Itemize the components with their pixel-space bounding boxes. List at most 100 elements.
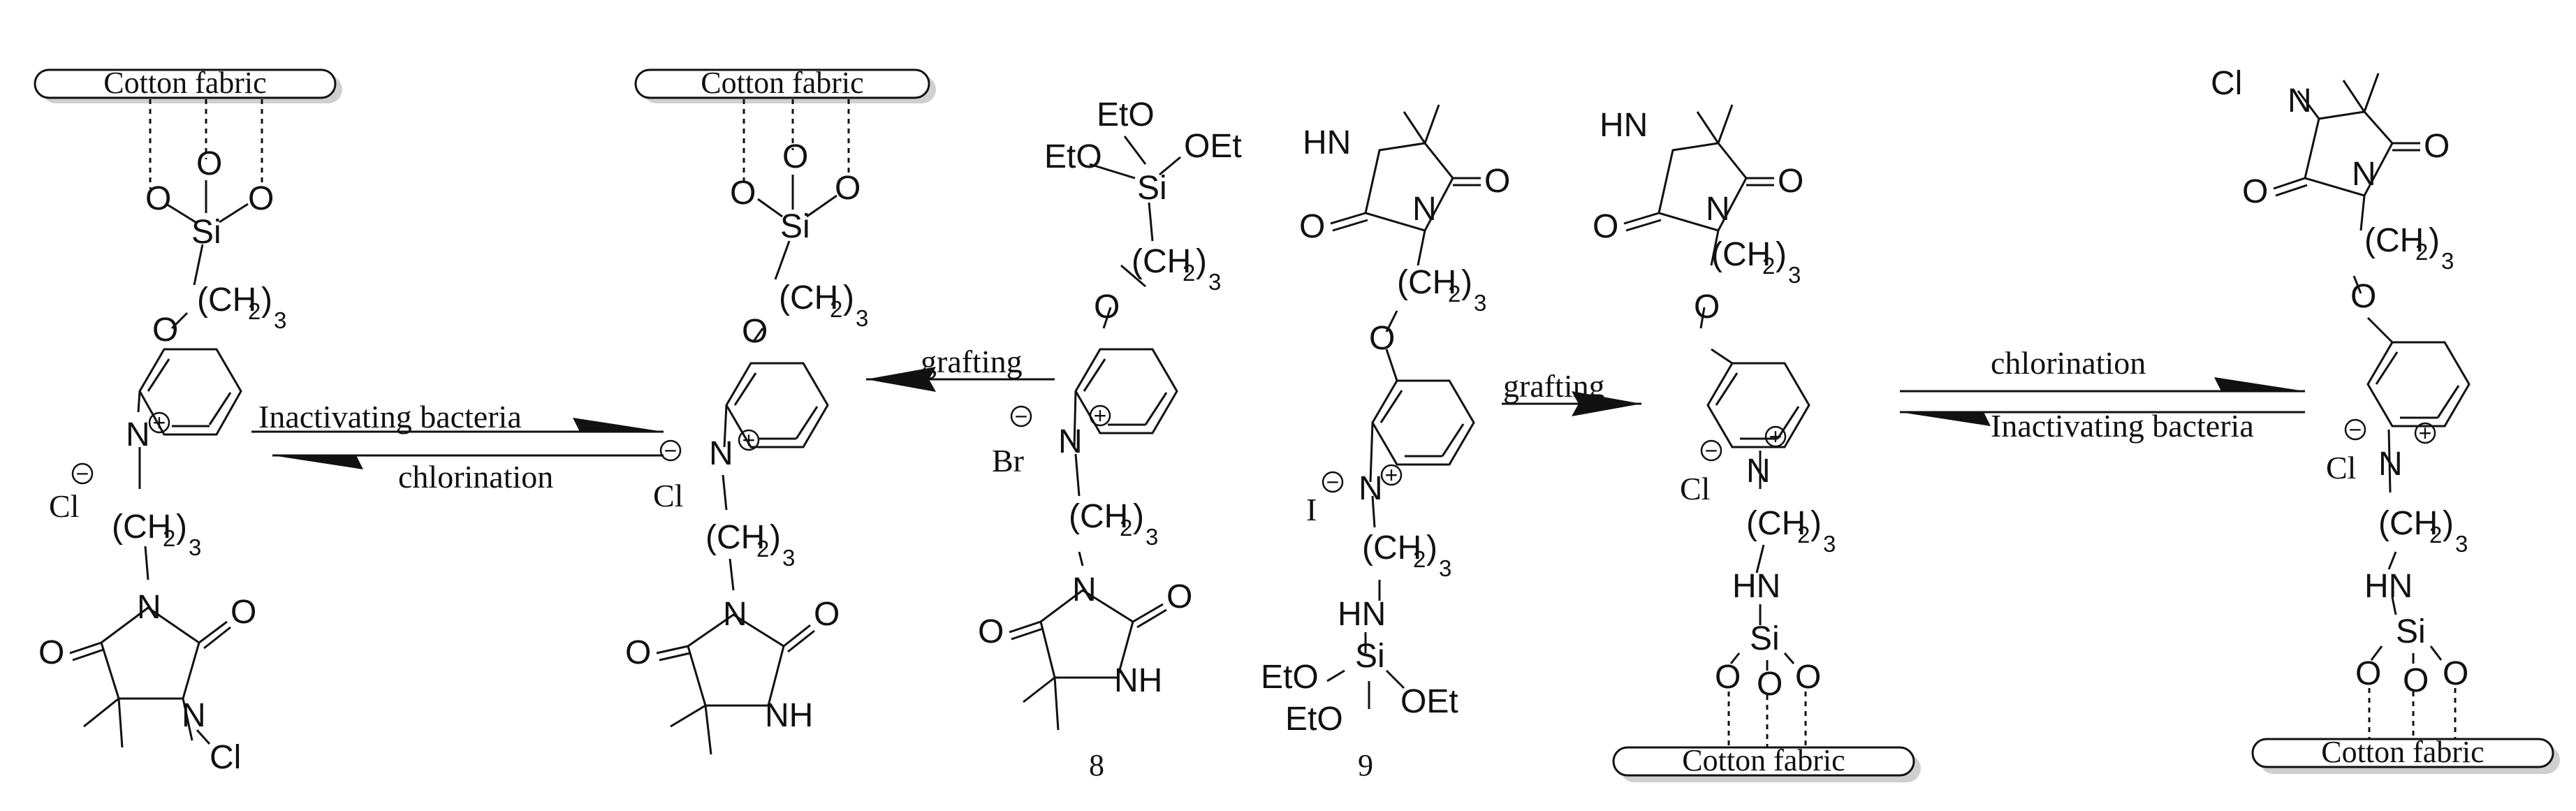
si-atom: Si [1355, 638, 1385, 675]
plus-charge: + [1769, 424, 1783, 449]
hn-group: HN [2364, 568, 2413, 605]
si-atom: Si [2396, 613, 2426, 650]
oet-group: OEt [1184, 128, 1242, 165]
cotton-fabric-bar-3: Cotton fabric [1612, 743, 1921, 782]
grafting-label-left: grafting [921, 344, 1023, 379]
o-atom: O [2403, 662, 2429, 699]
ch2-group: (CH [2378, 505, 2438, 542]
cotton-fabric-label-1: Cotton fabric [103, 66, 266, 100]
cotton-fabric-label-2: Cotton fabric [701, 66, 863, 100]
structure-1-chlorinated-fabric-pyridinium: Cotton fabric [34, 66, 342, 776]
subscript: 3 [856, 305, 868, 331]
o-atom: O [2355, 655, 2381, 692]
subscript: 2 [1448, 281, 1461, 307]
ch2-close: ) [2429, 222, 2440, 259]
ch2-group: (CH [1746, 505, 1806, 542]
o-atom: O [1484, 163, 1510, 200]
ch2-group: (CH [1397, 264, 1456, 301]
structure-4-chlorinated-fabric-pyridinium: Cl N O O N (CH 2 ) 3 O N + Cl − (CH 2 ) … [2211, 65, 2560, 774]
compound-9-label: 9 [1358, 748, 1373, 782]
chlorination-label: chlorination [398, 459, 553, 495]
grafting-arrow-right: grafting [1502, 368, 1641, 416]
subscript: 3 [2455, 531, 2468, 557]
cl-atom: Cl [210, 739, 241, 776]
minus-charge: − [664, 438, 678, 463]
n-atom: N [1746, 453, 1771, 490]
subscript: 2 [1183, 260, 1195, 286]
plus-charge: + [1094, 403, 1107, 428]
subscript: 2 [1413, 546, 1426, 572]
o-atom: O [814, 596, 840, 633]
ch2-group: (CH [705, 519, 765, 556]
equilibrium-arrows-right: chlorination Inactivating bacteria [1900, 345, 2305, 444]
subscript: 3 [2441, 248, 2454, 274]
cotton-fabric-label-3: Cotton fabric [1682, 743, 1845, 777]
subscript: 2 [248, 298, 261, 324]
si-atom: Si [780, 208, 810, 245]
o-atom: O [835, 170, 861, 207]
o-atom: O [2424, 128, 2450, 165]
ch2-close: ) [261, 282, 272, 319]
minus-charge: − [1326, 469, 1340, 495]
subscript: 3 [1474, 290, 1486, 316]
o-atom: O [625, 634, 651, 671]
o-atom: O [2242, 173, 2268, 210]
compound-9-structure: HN O O N (CH 2 ) 3 O N + I − (CH 2 ) 3 H… [1261, 104, 1510, 782]
inactivating-bacteria-label: Inactivating bacteria [258, 399, 522, 434]
structure-3-grafted-fabric-pyridinium: HN O O N (CH 2 ) 3 O N + Cl − (CH 2 ) 3 … [1593, 104, 1921, 782]
subscript: 3 [1788, 262, 1801, 288]
cotton-fabric-label-4: Cotton fabric [2321, 735, 2484, 769]
o-atom: O [1094, 288, 1120, 326]
subscript: 3 [1439, 555, 1451, 581]
cl-atom: Cl [2211, 65, 2242, 102]
n-atom: N [2352, 156, 2376, 193]
chloride-anion: Cl [1680, 471, 1710, 506]
nh-group: NH [1114, 662, 1162, 699]
equilibrium-arrows-left: Inactivating bacteria chlorination [251, 399, 664, 495]
ch2-group: (CH [197, 282, 256, 319]
subscript: 2 [830, 296, 842, 322]
n-atom: N [182, 697, 206, 734]
chloride-anion: Cl [49, 488, 79, 524]
subscript: 3 [189, 534, 201, 560]
compound-8-label: 8 [1089, 748, 1104, 782]
ch2-close: ) [1461, 264, 1472, 301]
n-atom: N [137, 589, 161, 626]
plus-charge: + [742, 428, 756, 453]
subscript: 2 [1120, 515, 1132, 541]
plus-charge: + [1385, 462, 1398, 488]
hn-group: HN [1303, 124, 1351, 161]
ch2-group: (CH [779, 279, 838, 316]
minus-charge: − [76, 461, 89, 486]
eto-group: EtO [1261, 659, 1319, 696]
ch2-group: (CH [1362, 529, 1421, 567]
ch2-close: ) [176, 509, 187, 546]
ch2-close: ) [843, 279, 854, 316]
structure-2-grafted-fabric-pyridinium: Cotton fabric O O O [625, 66, 936, 755]
ch2-close: ) [2443, 505, 2454, 542]
si-atom: Si [1137, 170, 1167, 207]
n-atom: N [2378, 446, 2403, 483]
minus-charge: − [1015, 404, 1028, 429]
iodide-anion: I [1306, 492, 1317, 527]
o-atom: O [742, 313, 768, 350]
plus-charge: + [2419, 421, 2432, 446]
subscript: 2 [2429, 522, 2442, 548]
si-atom: Si [1750, 620, 1780, 657]
minus-charge: − [1705, 438, 1718, 463]
ch2-group: (CH [1711, 236, 1771, 273]
bromide-anion: Br [992, 443, 1024, 478]
chloride-anion: Cl [653, 478, 683, 513]
o-atom: O [2350, 278, 2376, 315]
n-atom: N [1359, 470, 1383, 507]
subscript: 3 [274, 307, 286, 333]
subscript: 3 [1208, 269, 1221, 295]
ch2-close: ) [1426, 529, 1437, 567]
ch2-group: (CH [2364, 222, 2424, 259]
chloride-anion: Cl [2326, 450, 2356, 485]
hn-group: HN [1338, 596, 1386, 633]
minus-charge: − [2349, 417, 2362, 442]
eto-group: EtO [1044, 138, 1102, 175]
ch2-close: ) [1133, 498, 1144, 535]
